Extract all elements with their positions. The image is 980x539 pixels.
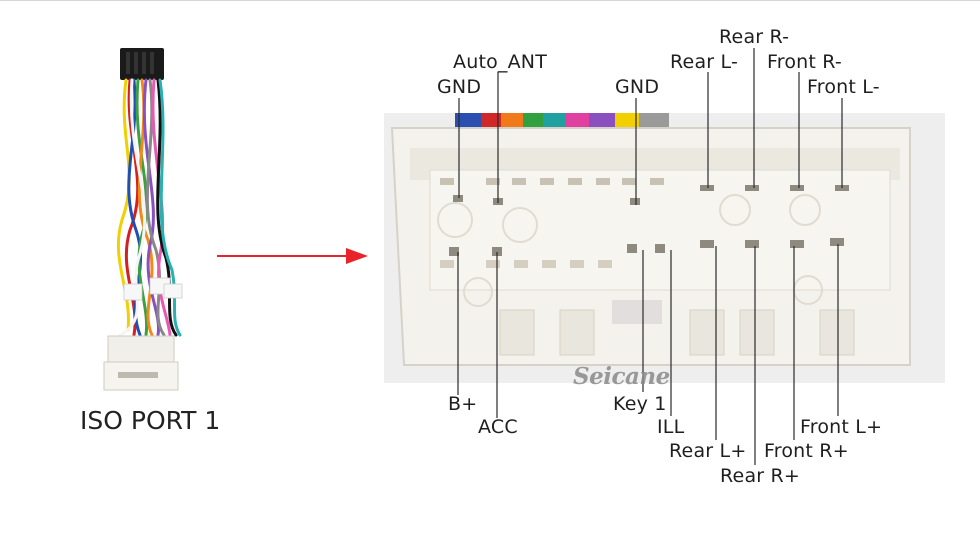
direction-arrow [217,248,368,264]
label-rear-r-plus: Rear R+ [720,465,801,487]
label-gnd-right: GND [615,76,660,98]
port-title: ISO PORT 1 [80,406,221,435]
label-key-1: Key 1 [613,393,667,415]
label-rear-l-minus: Rear L- [670,51,739,73]
label-front-r-plus: Front R+ [764,440,849,462]
leader-lines [457,48,843,465]
label-front-r-minus: Front R- [767,51,842,73]
top-divider [0,0,980,1]
label-front-l-minus: Front L- [807,76,880,98]
label-front-l-plus: Front L+ [800,416,883,438]
connector-closeup-image [384,113,945,383]
label-acc: ACC [478,416,518,438]
label-b-plus: B+ [448,393,478,415]
label-rear-l-plus: Rear L+ [669,440,747,462]
label-rear-r-minus: Rear R- [719,26,790,48]
label-auto-ant: Auto_ANT [453,51,548,73]
label-ill: ILL [657,416,685,438]
label-gnd-left: GND [437,76,482,98]
watermark-logo: Seicane [573,363,670,390]
wiring-harness-image [103,48,183,391]
